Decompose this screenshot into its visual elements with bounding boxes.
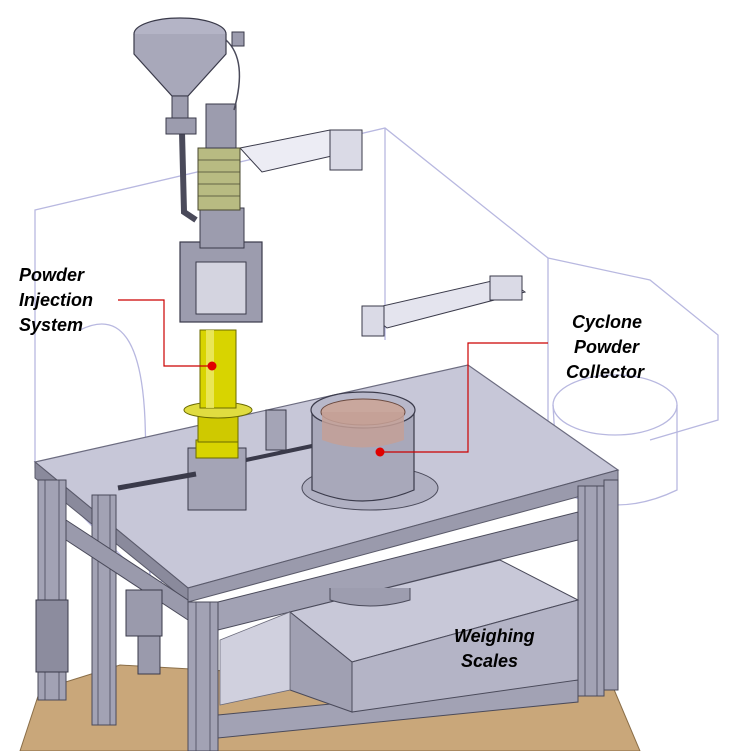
label-line: Collector — [566, 362, 645, 382]
label-line: System — [19, 315, 84, 335]
injection-tube — [199, 329, 237, 409]
label-line: Powder — [574, 337, 640, 357]
marker-dot-icon — [375, 447, 385, 457]
label-line: Injection — [19, 290, 94, 310]
leader-lines — [118, 299, 548, 453]
label-cyclone-powder-collector: Cyclone Powder Collector — [566, 310, 644, 385]
leader-injection — [118, 299, 214, 367]
label-weighing-scales: Weighing Scales — [454, 624, 535, 674]
shelf-bracket-right — [361, 275, 527, 337]
front-rail-top — [217, 511, 579, 631]
control-box — [35, 599, 69, 673]
injection-column — [165, 103, 263, 511]
label-line: Cyclone — [572, 312, 643, 332]
marker-dot-icon — [207, 361, 217, 371]
label-line: Powder — [19, 265, 85, 285]
label-powder-injection-system: Powder Injection System — [19, 263, 93, 338]
label-line: Weighing — [454, 626, 535, 646]
hopper — [133, 17, 245, 119]
leader-cyclone — [382, 342, 548, 453]
motor — [197, 147, 241, 211]
shelf-bracket-top — [239, 129, 363, 173]
label-line: Scales — [461, 651, 519, 671]
